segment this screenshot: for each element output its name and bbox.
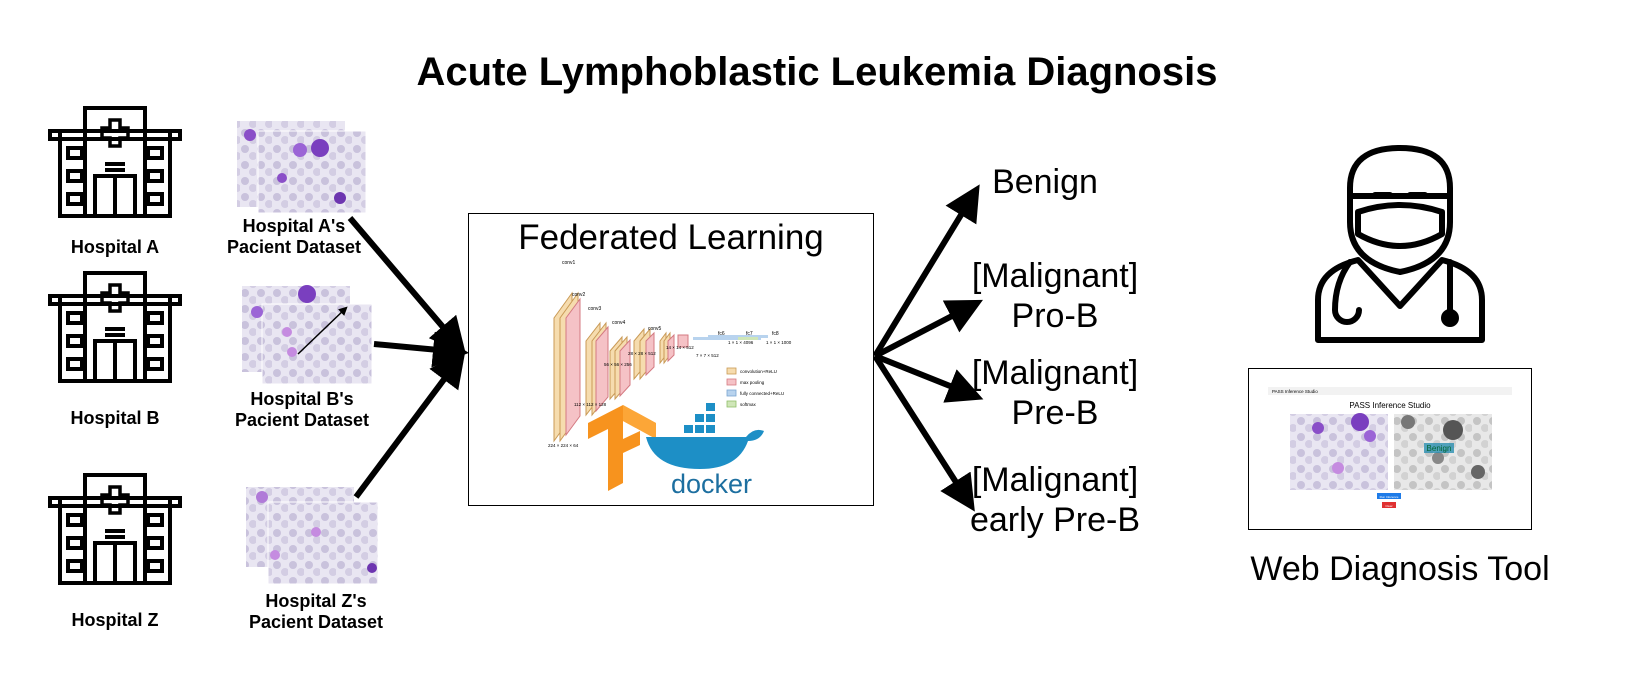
legend-item: fully connected+ReLU — [740, 391, 784, 396]
docker-label: docker — [671, 469, 752, 499]
legend-item: softmax — [740, 402, 757, 407]
cnn-dim-label: 14 × 14 × 512 — [666, 345, 694, 350]
dataset-a-images — [237, 121, 367, 214]
cnn-dim-label: 1 × 1 × 4096 — [728, 340, 754, 345]
cnn-architecture-diagram: conv1 conv2 conv3 conv4 conv5 fc6 fc7 fc… — [548, 260, 792, 499]
dataset-z-line2: Pacient Dataset — [248, 612, 384, 632]
arrow-to-benign — [872, 184, 980, 358]
web-tool-studio-title: PASS Inference Studio — [1349, 401, 1431, 410]
outcome-pro-b-line1: [Malignant] — [971, 257, 1139, 295]
arrow-to-pre-b — [873, 353, 984, 403]
cnn-layer-label: conv2 — [572, 292, 586, 298]
cnn-dim-label: 112 × 112 × 128 — [574, 402, 607, 407]
cnn-layer-label: conv4 — [612, 320, 626, 326]
hospital-b-label: Hospital B — [70, 408, 160, 428]
cnn-layer-label: conv5 — [648, 326, 662, 332]
hospital-z-label: Hospital Z — [71, 610, 159, 630]
dataset-b-line1: Hospital B's — [250, 389, 354, 409]
web-diagnosis-tool-label: Web Diagnosis Tool — [1250, 550, 1550, 588]
cnn-layer-label: fc7 — [746, 331, 753, 337]
tensorflow-logo — [588, 405, 656, 491]
clear-label: Clear — [1385, 504, 1392, 508]
dataset-b-images — [242, 285, 373, 385]
arrow-z-to-fl — [353, 350, 466, 499]
hospital-a-icon — [48, 106, 182, 218]
dataset-z-line1: Hospital Z's — [265, 591, 367, 611]
cnn-layers — [553, 291, 768, 443]
outcome-benign: Benign — [925, 162, 1165, 202]
cnn-dim-label: 56 × 56 × 256 — [604, 362, 632, 367]
dataset-a-line2: Pacient Dataset — [226, 237, 362, 257]
web-tool-header: PASS Inference Studio — [1272, 389, 1318, 394]
cnn-dim-label: 28 × 28 × 512 — [628, 351, 656, 356]
legend-item: max pooling — [740, 380, 765, 385]
cnn-legend: convolution+ReLU max pooling fully conne… — [726, 367, 784, 408]
outcome-early-pre-b-line2: early Pre-B — [969, 501, 1141, 539]
outcome-benign-label: Benign — [992, 163, 1098, 201]
cnn-layer-label: fc6 — [718, 331, 725, 337]
federated-learning-title: Federated Learning — [518, 218, 824, 257]
arrow-to-early-pre-b — [872, 354, 975, 512]
outcome-pro-b-line2: Pro-B — [1011, 297, 1099, 335]
run-inference-label: Run Inference — [1380, 495, 1399, 499]
arrow-a-to-fl — [347, 216, 466, 354]
arrow-to-pro-b — [873, 299, 983, 359]
hospital-a-label: Hospital A — [70, 237, 160, 257]
dataset-a-line1: Hospital A's — [242, 216, 346, 236]
hospital-z-icon — [48, 473, 182, 585]
doctor-icon — [1315, 145, 1485, 343]
dataset-b-label: Hospital B's Pacient Dataset — [202, 389, 402, 431]
cnn-layer-label: conv3 — [588, 306, 602, 312]
dataset-a-label: Hospital A's Pacient Dataset — [194, 216, 394, 258]
legend-item: convolution+ReLU — [740, 369, 777, 374]
outcome-pre-b-line1: [Malignant] — [971, 354, 1139, 392]
web-tool-result: Benign — [1427, 444, 1452, 453]
outcome-early-pre-b: [Malignant] early Pre-B — [935, 460, 1175, 540]
dataset-z-images — [246, 487, 379, 585]
cnn-dim-label: 1 × 1 × 1000 — [766, 340, 792, 345]
outcome-pre-b-line2: Pre-B — [1011, 394, 1099, 432]
diagram-title: Acute Lymphoblastic Leukemia Diagnosis — [416, 50, 1218, 94]
outcome-pre-b: [Malignant] Pre-B — [935, 353, 1175, 433]
outcome-pro-b: [Malignant] Pro-B — [935, 256, 1175, 336]
cnn-layer-label: fc8 — [772, 331, 779, 337]
dataset-b-line2: Pacient Dataset — [234, 410, 370, 430]
clear-button — [1382, 502, 1396, 508]
cnn-dim-label: 224 × 224 × 64 — [548, 443, 579, 448]
cnn-dim-label: 7 × 7 × 512 — [696, 353, 719, 358]
outcome-early-pre-b-line1: [Malignant] — [971, 461, 1139, 499]
arrow-b-to-fl — [373, 331, 469, 368]
output-arrows — [872, 184, 984, 512]
web-tool-preview: PASS Inference Studio PASS Inference Stu… — [1268, 387, 1512, 508]
dataset-z-label: Hospital Z's Pacient Dataset — [216, 591, 416, 633]
input-arrows — [347, 216, 469, 499]
docker-logo: docker — [646, 403, 764, 499]
hospital-b-icon — [48, 271, 182, 383]
run-inference-button — [1377, 493, 1401, 499]
cnn-layer-label: conv1 — [562, 260, 576, 266]
